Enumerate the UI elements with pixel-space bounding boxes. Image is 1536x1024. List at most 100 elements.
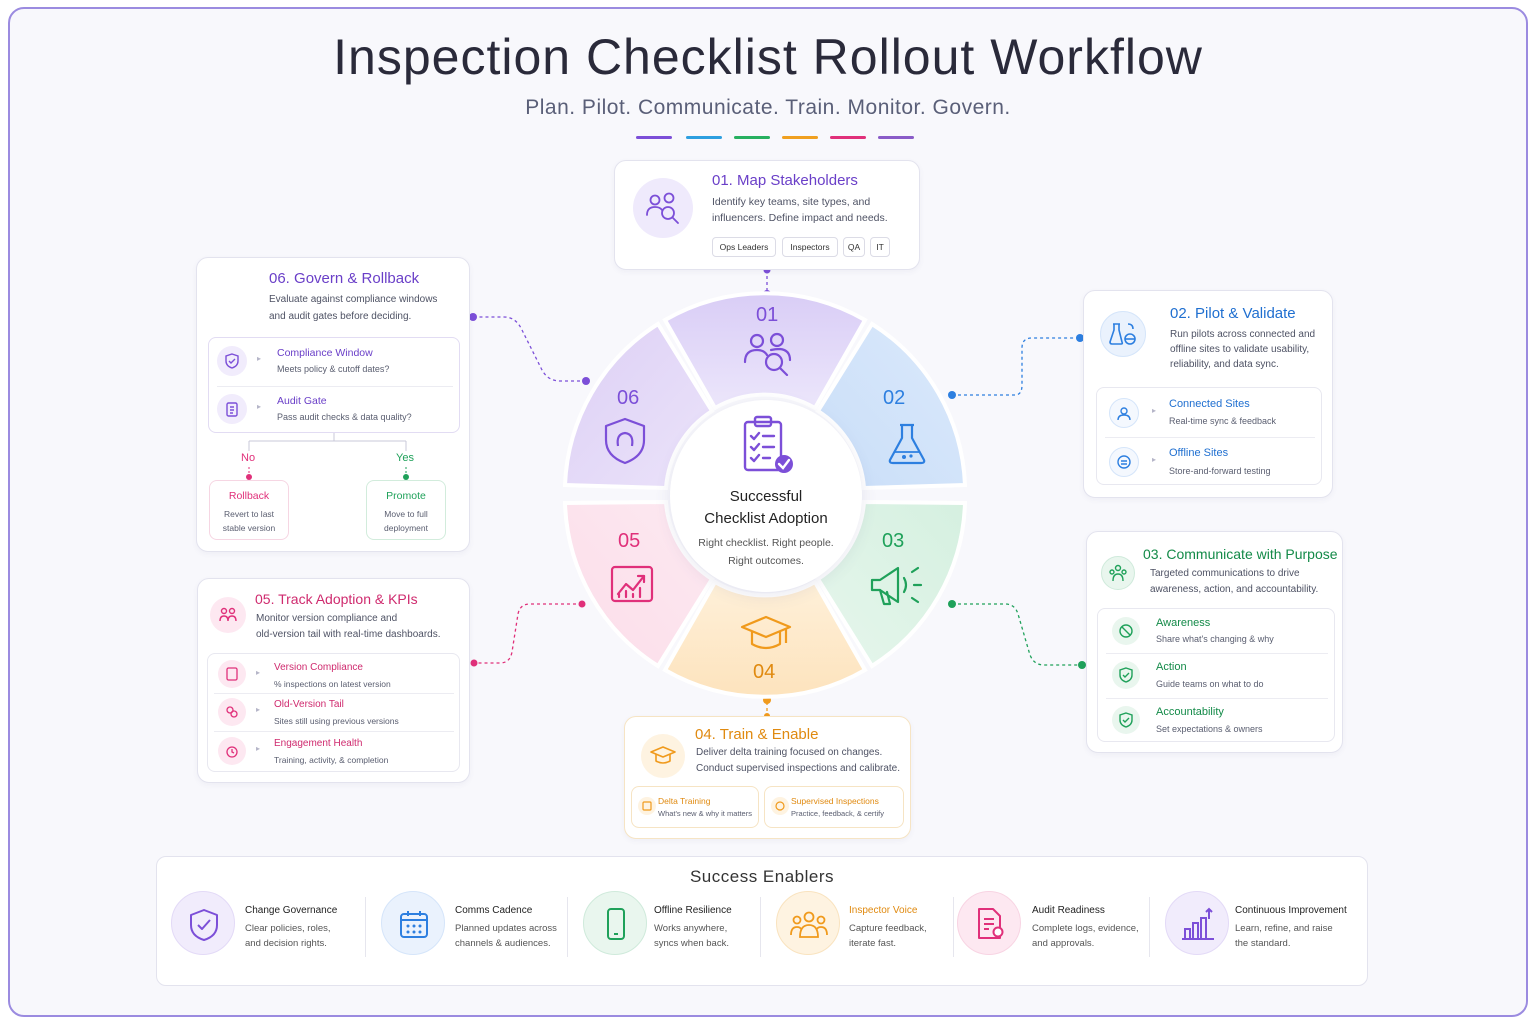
enabler-title: Comms Cadence (455, 905, 533, 916)
calendar-icon (381, 891, 445, 955)
step-02-num: 02. (1170, 305, 1191, 322)
step-02-list: ▸ Connected Sites Real-time sync & feedb… (1096, 387, 1322, 485)
awareness-desc: Share what's changing & why (1156, 634, 1274, 644)
no-label: No (241, 452, 256, 464)
enabler-desc-1: Planned updates across (455, 923, 557, 934)
step-02-desc-3: reliability, and data sync. (1170, 359, 1279, 370)
engagement-health-desc: Training, activity, & completion (274, 755, 389, 765)
enablers-title: Success Enablers (689, 867, 835, 886)
track-icon (210, 597, 246, 633)
megaphone-icon (870, 566, 923, 606)
step-01-card: 01. Map Stakeholders Identify key teams,… (614, 160, 920, 270)
compliance-window-desc: Meets policy & cutoff dates? (277, 364, 390, 374)
enabler-offline-resilience: Offline Resilience Works anywhere,syncs … (583, 887, 753, 967)
step-03-title: Communicate with Purpose (1166, 546, 1338, 562)
engagement-health-title: Engagement Health (274, 738, 363, 749)
promote-desc-1: Move to full (384, 509, 428, 519)
step-05-desc-2: old-version tail with real-time dashboar… (256, 629, 441, 640)
enabler-title: Continuous Improvement (1235, 905, 1347, 916)
color-dashes (636, 136, 916, 140)
step-05-card: 05. Track Adoption & KPIs Monitor versio… (197, 578, 470, 783)
enabler-comms-cadence: Comms Cadence Planned updates across chan… (381, 887, 571, 967)
rollback-desc-1: Revert to last (223, 509, 275, 519)
group-icon (776, 891, 840, 955)
step-01-num: 01. (712, 172, 733, 189)
connected-sites-desc: Real-time sync & feedback (1169, 416, 1277, 426)
step-04-desc-1: Deliver delta training focused on change… (696, 747, 883, 758)
shield-icon (604, 417, 646, 465)
enabler-desc-1: Learn, refine, and raise (1235, 923, 1333, 934)
delta-training-desc: What's new & why it matters (658, 809, 752, 818)
center-title-line1: Successful (729, 488, 803, 505)
decision-branch (246, 433, 409, 480)
enabler-desc-2: channels & audiences. (455, 938, 551, 949)
segment-num-01: 01 (756, 304, 779, 326)
enabler-desc-2: syncs when back. (654, 938, 729, 949)
enabler-desc-1: Capture feedback, (849, 923, 927, 934)
compliance-window-title: Compliance Window (277, 347, 373, 359)
step-02-card: 02. Pilot & Validate Run pilots across c… (1083, 290, 1333, 498)
supervised-icon (771, 797, 789, 815)
step-03-desc-1: Targeted communications to drive (1150, 568, 1300, 579)
center-title-line2: Checklist Adoption (704, 510, 828, 527)
step-04-num: 04. (695, 726, 716, 743)
step-05-title: Track Adoption & KPIs (278, 591, 418, 607)
segment-num-05: 05 (618, 530, 641, 552)
segment-02 (815, 321, 968, 491)
step-04-card: 04. Train & Enable Deliver delta trainin… (624, 716, 911, 839)
segment-06 (562, 321, 715, 491)
step-05-desc-1: Monitor version compliance and (256, 613, 398, 624)
workflow-wheel (562, 291, 968, 699)
segment-01 (662, 291, 868, 411)
segment-num-02: 02 (883, 387, 906, 409)
offline-sites-icon (1109, 447, 1139, 477)
old-version-tail-title: Old-Version Tail (274, 699, 344, 710)
success-enablers-panel: Success Enablers Change Governance Clear… (156, 856, 1368, 986)
step-03-num: 03. (1143, 546, 1163, 562)
segment-03 (815, 499, 968, 669)
step-01-desc-2: influencers. Define impact and needs. (712, 212, 888, 224)
flask-icon (888, 423, 926, 465)
step-06-desc-2: and audit gates before deciding. (269, 311, 412, 322)
step-04-title: Train & Enable (719, 726, 819, 743)
center-desc-line2: Right outcomes. (728, 555, 804, 567)
version-compliance-desc: % inspections on latest version (274, 679, 391, 689)
tag-inspectors: Inspectors (782, 237, 838, 257)
shield-check-icon (171, 891, 235, 955)
step-01-desc-1: Identify key teams, site types, and (712, 196, 871, 208)
rollback-desc-2: stable version (222, 523, 276, 533)
enabler-desc-1: Complete logs, evidence, (1032, 923, 1139, 934)
stakeholder-icon (633, 178, 693, 238)
enabler-title: Change Governance (245, 905, 338, 916)
engagement-health-icon (218, 737, 246, 765)
audit-gate-title: Audit Gate (277, 395, 327, 407)
enabler-change-governance: Change Governance Clear policies, roles,… (171, 887, 361, 967)
step-06-num: 06. (269, 270, 290, 287)
segment-04 (662, 579, 868, 699)
step-05-num: 05. (255, 591, 275, 607)
offline-sites-title: Offline Sites (1169, 447, 1229, 459)
step-03-list: Awareness Share what's changing & why Ac… (1097, 608, 1335, 742)
promote-title: Promote (386, 490, 426, 502)
segment-num-03: 03 (882, 530, 905, 552)
accountability-icon (1112, 706, 1140, 734)
train-icon (641, 734, 685, 778)
version-compliance-title: Version Compliance (274, 662, 363, 673)
supervised-inspections-box: Supervised Inspections Practice, feedbac… (764, 786, 904, 828)
enabler-desc-1: Works anywhere, (654, 923, 728, 934)
version-compliance-icon (218, 660, 246, 688)
compliance-window-icon (217, 346, 247, 376)
step-02-desc-2: offline sites to validate usability, (1170, 344, 1310, 355)
rollback-title: Rollback (228, 490, 270, 502)
step-02-title: Pilot & Validate (1195, 305, 1296, 322)
phone-icon (583, 891, 647, 955)
accountability-title: Accountability (1156, 706, 1224, 718)
awareness-icon (1112, 617, 1140, 645)
step-03-desc-2: awareness, action, and accountability. (1150, 584, 1319, 595)
audit-gate-icon (217, 394, 247, 424)
tag-ops-leaders: Ops Leaders (712, 237, 776, 257)
step-06-card: 06. Govern & Rollback Evaluate against c… (196, 257, 470, 552)
tag-it: IT (870, 237, 890, 257)
